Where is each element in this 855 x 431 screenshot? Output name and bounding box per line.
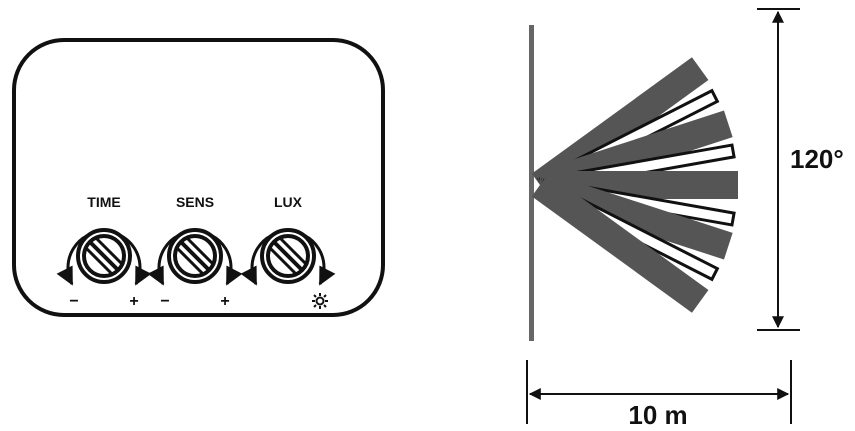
dial-icon xyxy=(260,228,316,284)
detection-beams xyxy=(531,57,738,313)
minus-icon: − xyxy=(160,293,169,310)
plus-icon: + xyxy=(129,293,138,310)
minus-icon: − xyxy=(69,293,78,310)
knob-sens[interactable]: SENS − + xyxy=(147,194,243,310)
knob-lux[interactable]: LUX xyxy=(240,194,336,309)
knob-time[interactable]: TIME − + xyxy=(56,194,152,310)
knob-label-lux: LUX xyxy=(274,194,303,210)
beam-filled-8 xyxy=(531,173,709,313)
sun-icon xyxy=(312,293,328,309)
plus-icon: + xyxy=(220,293,229,310)
range-label: 10 m xyxy=(628,400,687,430)
dial-icon xyxy=(76,228,132,284)
wall-line xyxy=(529,25,534,341)
angle-label: 120° xyxy=(790,144,844,174)
knob-label-time: TIME xyxy=(87,194,120,210)
knob-label-sens: SENS xyxy=(176,194,214,210)
sensor-panel: TIME − + SENS − + LUX xyxy=(12,38,385,317)
beam-filled-6 xyxy=(535,171,733,260)
coverage-diagram: 120° 10 m xyxy=(526,8,844,430)
dial-icon xyxy=(167,228,223,284)
